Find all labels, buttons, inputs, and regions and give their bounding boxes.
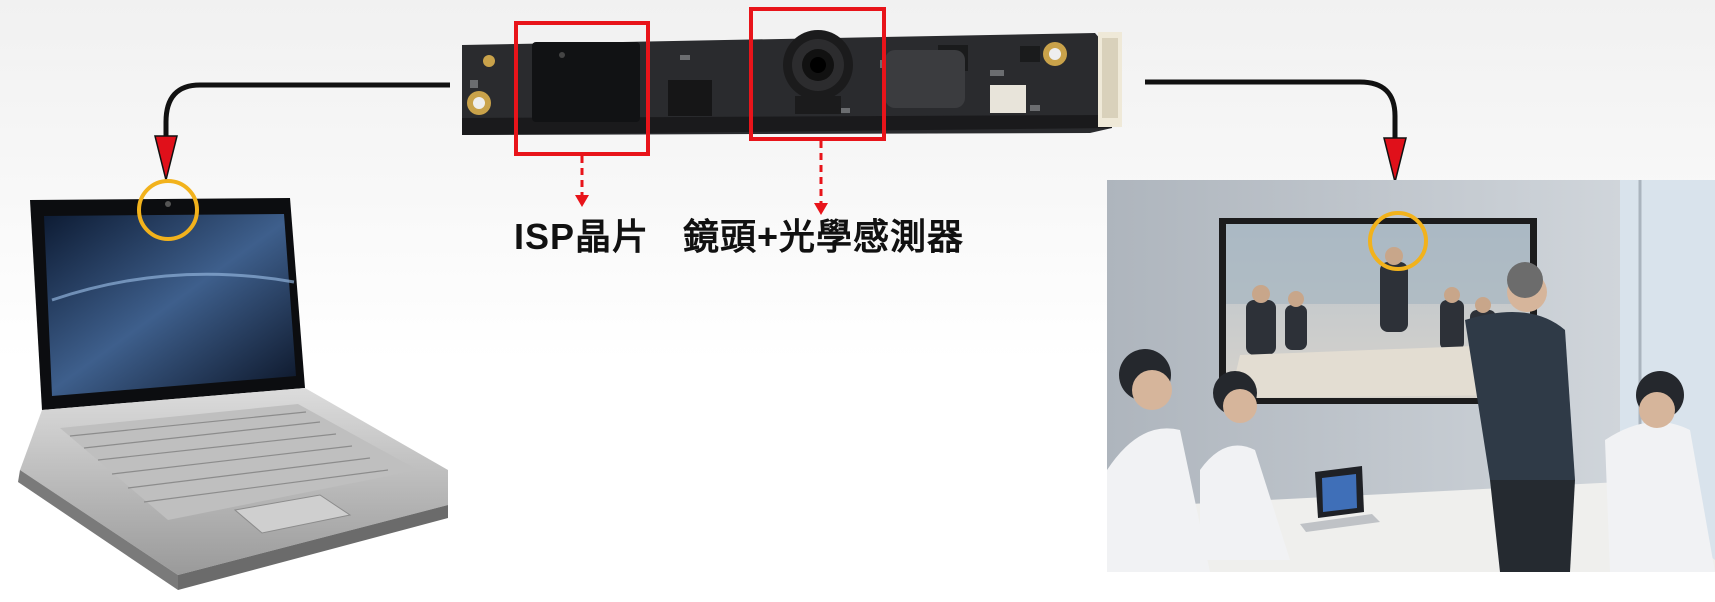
laptop-webcam-highlight-circle — [137, 179, 199, 241]
lens-pointer-arrow — [814, 141, 828, 215]
lens-sensor-label: 鏡頭+光學感測器 — [683, 216, 965, 257]
isp-pointer-arrow — [575, 156, 589, 207]
left-arrow — [154, 82, 450, 181]
lens-sensor-highlight-box — [749, 7, 886, 141]
conference-room-display — [1107, 180, 1715, 572]
display-camera-highlight-circle — [1368, 211, 1428, 271]
laptop — [18, 198, 448, 590]
right-arrow — [1145, 79, 1407, 183]
isp-chip-label: ISP晶片 — [514, 216, 650, 257]
camera-module-pcb — [462, 30, 1122, 135]
isp-chip-highlight-box — [514, 21, 650, 156]
